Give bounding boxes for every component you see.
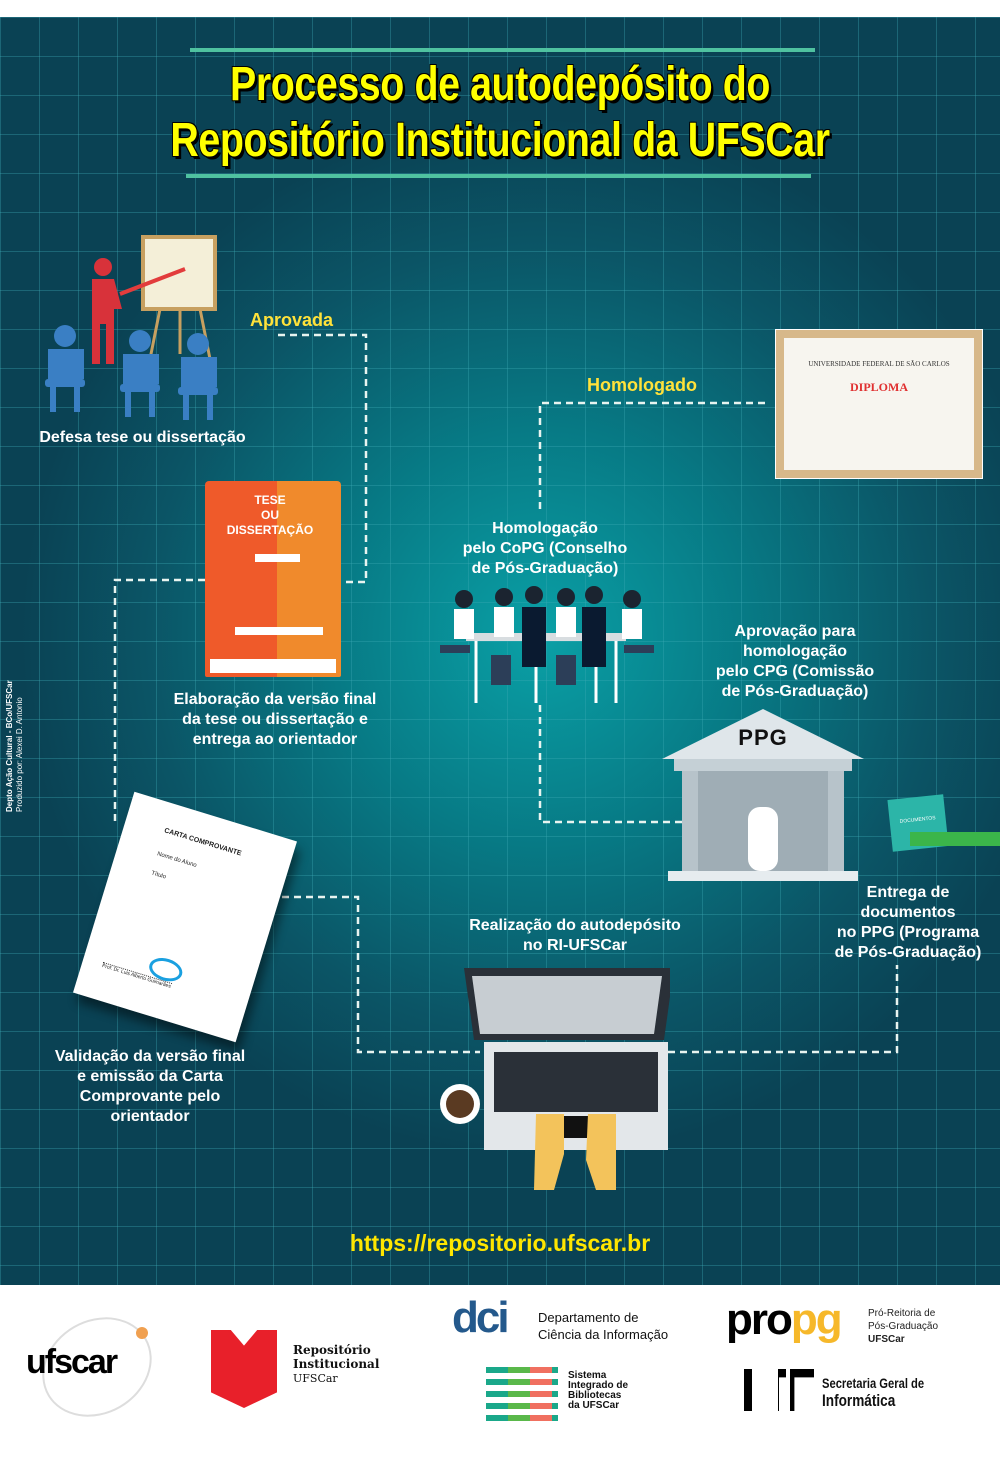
side-credit: Depto Ação Cultural - BCo/UFSCar Produzi… — [5, 680, 24, 812]
dci-logo: dci — [452, 1293, 510, 1342]
homologado-label: Homologado — [587, 375, 697, 395]
step-defesa-label: Defesa tese ou dissertação — [39, 429, 246, 446]
ppg-building-illustration: PPG — [662, 707, 864, 882]
hand-sleeve-illustration — [910, 832, 1000, 846]
sibi-logo-icon — [486, 1363, 558, 1421]
carta-field-title: Título — [150, 870, 167, 881]
thesis-book-illustration: TESE OU DISSERTAÇÃO — [205, 481, 341, 677]
infographic-poster: Defesa tese ou dissertação Aprovada TESE… — [0, 17, 1000, 1285]
book-line-1: TESE — [254, 493, 286, 507]
defense-presentation-illustration — [45, 235, 218, 420]
diploma-title: DIPLOMA — [850, 380, 908, 394]
sin-logo-icon — [744, 1369, 814, 1411]
ufscar-logo-dot — [136, 1327, 148, 1339]
propg-logo: propg — [726, 1295, 843, 1344]
council-meeting-illustration — [440, 586, 654, 703]
diploma-illustration: UNIVERSIDADE FEDERAL DE SÃO CARLOS DIPLO… — [775, 329, 983, 479]
ppg-sign: PPG — [738, 725, 788, 750]
repository-url-link[interactable]: https://repositorio.ufscar.br — [349, 1230, 651, 1256]
book-line-2: OU — [261, 508, 279, 522]
laptop-illustration — [440, 968, 670, 1190]
title-rule-top — [190, 48, 815, 52]
ufscar-logo: ufscar — [26, 1343, 118, 1381]
flow-connectors — [113, 333, 899, 1054]
title-rule-bottom — [186, 174, 811, 178]
ri-logo-icon — [211, 1330, 277, 1408]
aprovada-label: Aprovada — [250, 310, 334, 330]
diploma-university: UNIVERSIDADE FEDERAL DE SÃO CARLOS — [808, 360, 950, 368]
carta-field-name: Nome do Aluno — [156, 851, 198, 869]
book-line-3: DISSERTAÇÃO — [226, 523, 314, 537]
documents-folder-label: DOCUMENTOS — [899, 815, 936, 825]
carta-title: CARTA COMPROVANTE — [163, 827, 243, 858]
book-cover-text: TESE OU DISSERTAÇÃO — [200, 481, 340, 538]
